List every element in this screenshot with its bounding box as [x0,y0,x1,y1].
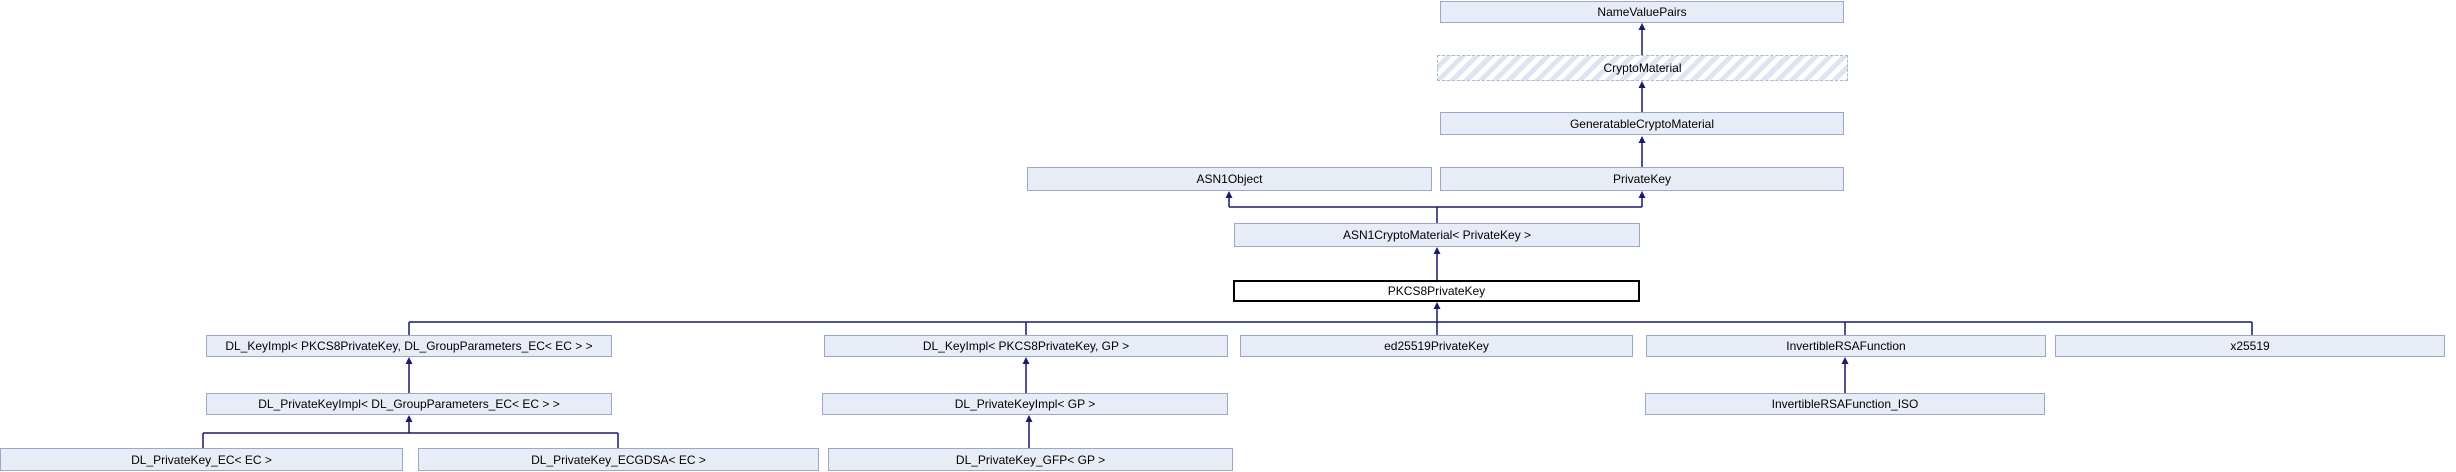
node-dl-keyimpl-ec[interactable]: DL_KeyImpl< PKCS8PrivateKey, DL_GroupPar… [206,335,612,357]
node-x25519[interactable]: x25519 [2055,335,2445,357]
node-dl-privatekey-ec[interactable]: DL_PrivateKey_EC< EC > [0,448,403,471]
node-invertiblersafunction-iso[interactable]: InvertibleRSAFunction_ISO [1645,393,2045,415]
node-dl-keyimpl-gp[interactable]: DL_KeyImpl< PKCS8PrivateKey, GP > [824,335,1228,357]
node-namevaluepairs[interactable]: NameValuePairs [1440,1,1844,23]
node-invertiblersafunction[interactable]: InvertibleRSAFunction [1646,335,2046,357]
node-ed25519privatekey[interactable]: ed25519PrivateKey [1240,335,1633,357]
node-cryptomaterial[interactable]: CryptoMaterial [1437,55,1848,81]
node-pkcs8privatekey: PKCS8PrivateKey [1233,280,1640,302]
node-dl-privatekey-gfp[interactable]: DL_PrivateKey_GFP< GP > [828,448,1233,471]
node-dl-privatekeyimpl-ec[interactable]: DL_PrivateKeyImpl< DL_GroupParameters_EC… [206,393,612,415]
node-dl-privatekey-ecgdsa[interactable]: DL_PrivateKey_ECGDSA< EC > [418,448,819,471]
node-dl-privatekeyimpl-gp[interactable]: DL_PrivateKeyImpl< GP > [822,393,1228,415]
node-asn1cryptomaterial-privatekey[interactable]: ASN1CryptoMaterial< PrivateKey > [1234,223,1640,247]
node-asn1object[interactable]: ASN1Object [1027,167,1432,191]
node-privatekey[interactable]: PrivateKey [1440,167,1844,191]
node-generatablecryptomaterial[interactable]: GeneratableCryptoMaterial [1440,112,1844,135]
